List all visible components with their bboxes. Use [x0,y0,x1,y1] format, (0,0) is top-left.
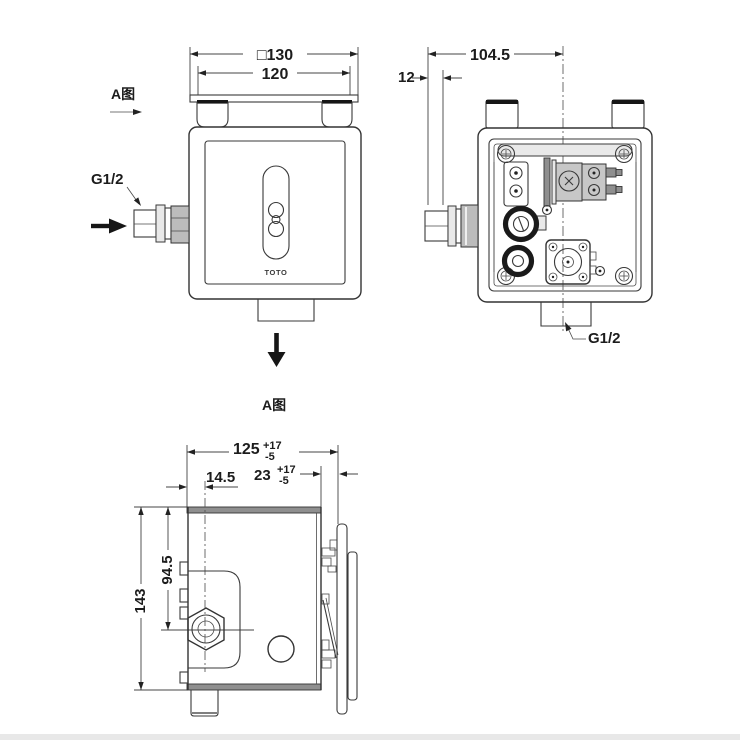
dim-thread-length-label: 12 [398,69,415,86]
front-port-leader [126,186,141,206]
screw-icon [614,266,634,286]
small-screw [541,204,553,216]
rear-port-leader [565,322,586,340]
dim-pipe-center-offset-label: 14.5 [206,469,235,486]
side-box-body [186,506,322,691]
wall-plate-rear [347,551,358,701]
rear-port-label: G1/2 [588,330,621,347]
dim-height: 143 [132,506,188,691]
dim-wall-gap: 23 +17 -5 [254,464,358,507]
top-rail [497,143,633,157]
dim-depth: 125 +17 -5 [186,439,339,524]
view-direction-arrow-icon [110,109,142,115]
valve-plate-2 [551,159,557,205]
wall-plate-assembly [321,523,358,715]
adjust-dial-bottom [501,244,535,278]
front-view: □130 120 A图 [91,45,362,367]
dim-pipe-center-height-label: 94.5 [159,555,176,584]
front-panel [204,140,346,285]
dim-port-to-center: 104.5 [427,45,563,205]
rear-bottom-tab [540,302,592,327]
dim-outer-width-label: □130 [257,47,293,64]
scan-edge-band [0,734,740,740]
rear-mounting-ears [485,99,645,129]
front-port-label: G1/2 [91,171,124,188]
sensor-window [262,165,290,260]
section-view-arrow-icon [267,333,286,367]
front-inlet-fitting [133,204,190,244]
solenoid-bracket [503,161,529,207]
inner-frame [488,138,642,292]
dim-outer-width: □130 [189,45,359,95]
small-screw [594,265,606,277]
side-view-label: A图 [262,397,286,413]
front-mounting-plate [189,94,359,128]
sensor-lens-bottom [267,220,285,238]
screw-icon [614,144,634,164]
dim-wall-gap-label: 23 [254,467,271,484]
side-bottom-tab [190,690,219,717]
inlet-housing [188,570,241,669]
dim-height-label: 143 [132,588,149,613]
sensor-indicator [271,214,281,225]
dim-inner-width-label: 120 [262,66,289,83]
dim-depth-tol-plus: +17 [263,440,282,452]
dim-pipe-center-offset: 14.5 [166,469,238,490]
solenoid-valve [555,162,583,202]
sensor-lens-top [267,201,285,219]
dim-inner-width: 120 [197,64,351,95]
valve-unit [545,239,597,285]
dim-depth-tol-minus: -5 [265,451,275,463]
side-port-circle [267,635,295,663]
wall-plate-front [336,523,348,715]
dim-port-to-center-label: 104.5 [470,47,510,64]
side-pins [179,561,189,684]
rear-inlet-fitting [424,204,479,248]
dim-wall-gap-tol-minus: -5 [279,475,289,487]
dim-wall-gap-tol-plus: +17 [277,464,296,476]
connector-block [581,163,623,201]
screw-icon [496,144,516,164]
hex-nut [187,607,225,651]
brand-logo: TOTO [265,268,288,277]
valve-plate [543,157,551,207]
front-bottom-tab [257,299,315,322]
dim-pipe-center-height: 94.5 [159,507,254,631]
side-view: A图 125 +17 -5 23 +17 -5 14.5 [132,397,358,717]
adjust-dial-top [502,205,540,243]
flow-arrow-icon [91,218,127,234]
dim-depth-label: 125 [233,441,260,458]
internal-view: 104.5 12 [398,45,653,347]
front-view-label: A图 [111,86,135,102]
dim-thread-length: 12 [398,69,462,205]
